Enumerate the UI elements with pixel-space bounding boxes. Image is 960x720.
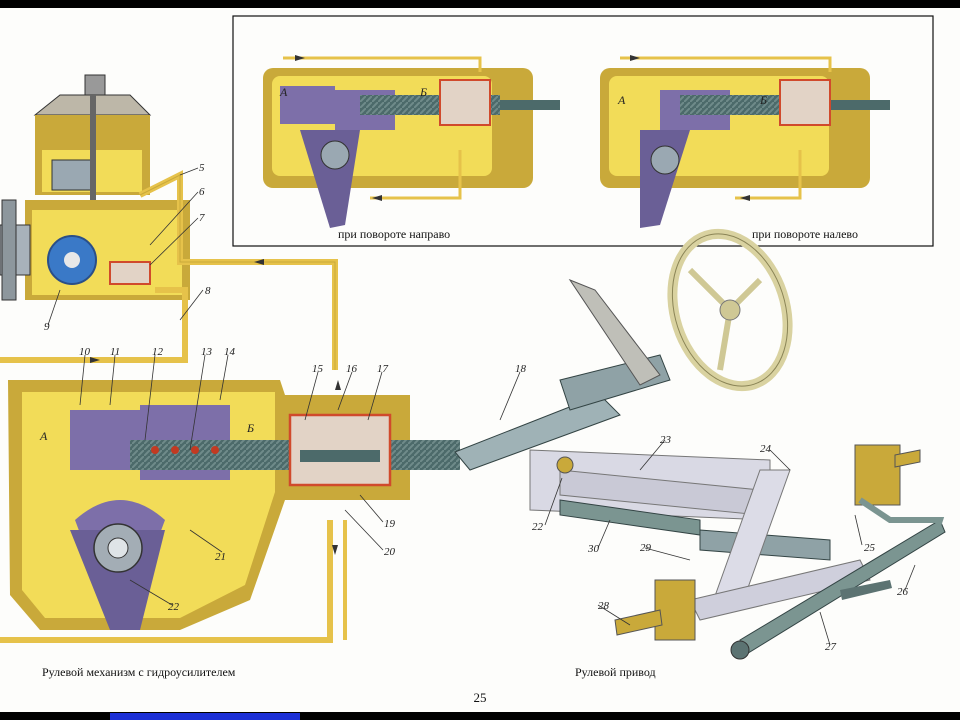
label-26: 26 xyxy=(897,586,909,598)
caption-right-turn: при повороте направо xyxy=(338,227,450,241)
inset2-return-pipe xyxy=(620,56,832,72)
label-22-linkage: 22 xyxy=(532,521,544,533)
inset-valve xyxy=(439,79,491,126)
pitman-ball-joint xyxy=(556,456,574,474)
label-21: 21 xyxy=(215,551,226,563)
ball-4 xyxy=(211,446,219,454)
label-5: 5 xyxy=(199,162,205,174)
caption-left-turn: при повороте налево xyxy=(752,227,858,241)
inset-supply-pipe xyxy=(370,150,462,200)
main-label-a: А xyxy=(39,429,48,443)
knuckle-left xyxy=(654,579,696,641)
steering-wheel-hub xyxy=(719,299,741,321)
inset-right-turn-diagram: А Б при повороте направо xyxy=(263,56,560,241)
inset-left-turn-diagram: А Б при повороте налево xyxy=(600,56,890,241)
lower-arm xyxy=(689,559,871,621)
label-11: 11 xyxy=(110,346,120,358)
main-label-b: Б xyxy=(246,421,254,435)
pump-hub xyxy=(64,252,80,268)
caption-steering-mechanism: Рулевой механизм с гидроусилителем xyxy=(42,665,236,679)
inset2-label-a: А xyxy=(617,93,626,107)
steering-gear: А Б xyxy=(0,380,460,643)
top-frame-bar xyxy=(0,0,960,8)
inset2-supply-pipe xyxy=(735,150,802,200)
bottom-frame-bar xyxy=(0,712,960,720)
inset-label-b: Б xyxy=(419,85,427,99)
reservoir-filter xyxy=(51,159,93,191)
gear-piston-left xyxy=(70,410,140,470)
label-7: 7 xyxy=(199,212,205,224)
label-9: 9 xyxy=(44,321,50,333)
spindle-left xyxy=(614,609,663,636)
inset-label-a: А xyxy=(279,85,288,99)
intermediate-shaft xyxy=(454,394,621,471)
flow-arrows xyxy=(90,55,750,555)
page-number: 25 xyxy=(473,690,487,705)
label-29: 29 xyxy=(640,542,652,554)
ball-2 xyxy=(171,446,179,454)
leader-lines xyxy=(47,167,916,646)
part-number-labels: 5 6 7 8 9 10 11 12 13 14 15 16 17 18 19 … xyxy=(44,162,909,653)
bottom-accent-bar xyxy=(110,713,300,720)
pump-valve xyxy=(109,261,151,285)
label-30: 30 xyxy=(587,543,600,555)
label-14: 14 xyxy=(224,346,236,358)
label-6: 6 xyxy=(199,186,205,198)
label-28: 28 xyxy=(598,600,610,612)
inset-shaft xyxy=(500,100,560,110)
tie-rod-sleeve xyxy=(840,580,892,600)
label-18: 18 xyxy=(515,363,527,375)
inset-return-pipe xyxy=(283,56,482,72)
label-23: 23 xyxy=(660,434,672,446)
valve-spool xyxy=(300,450,380,462)
caption-steering-linkage: Рулевой привод xyxy=(575,665,656,679)
ball-1 xyxy=(151,446,159,454)
knuckle-right xyxy=(854,444,901,506)
steering-linkage xyxy=(529,444,946,660)
steering-arm-right xyxy=(858,497,945,536)
label-8: 8 xyxy=(205,285,211,297)
inset2-valve xyxy=(779,79,831,126)
column-tube xyxy=(559,354,671,411)
label-16: 16 xyxy=(346,363,358,375)
label-24: 24 xyxy=(760,443,772,455)
label-19: 19 xyxy=(384,518,396,530)
inset2-shaft xyxy=(820,100,890,110)
spindle-right xyxy=(894,449,921,468)
reservoir-rod xyxy=(90,95,96,205)
inset2-label-b: Б xyxy=(759,93,767,107)
label-13: 13 xyxy=(201,346,213,358)
label-20: 20 xyxy=(384,546,396,558)
inset-piston-a xyxy=(280,86,335,124)
supply-pipe-bottom xyxy=(0,520,333,643)
ball-3 xyxy=(191,446,199,454)
inset2-sector xyxy=(650,145,680,175)
pump-reservoir xyxy=(0,74,338,370)
pulley-disc xyxy=(1,199,17,301)
steering-column xyxy=(454,228,793,471)
label-17: 17 xyxy=(377,363,389,375)
inset-sector xyxy=(320,140,350,170)
label-25: 25 xyxy=(864,542,876,554)
label-15: 15 xyxy=(312,363,324,375)
label-12: 12 xyxy=(152,346,164,358)
steering-wheel-spokes xyxy=(687,267,763,371)
inset2-chamber-a xyxy=(617,86,662,124)
column-bracket xyxy=(568,278,661,386)
sector-nut xyxy=(107,537,129,559)
label-10: 10 xyxy=(79,346,91,358)
ball-joint-27 xyxy=(730,640,750,660)
label-22-gear: 22 xyxy=(168,601,180,613)
reservoir-cap xyxy=(84,74,106,96)
label-27: 27 xyxy=(825,641,837,653)
